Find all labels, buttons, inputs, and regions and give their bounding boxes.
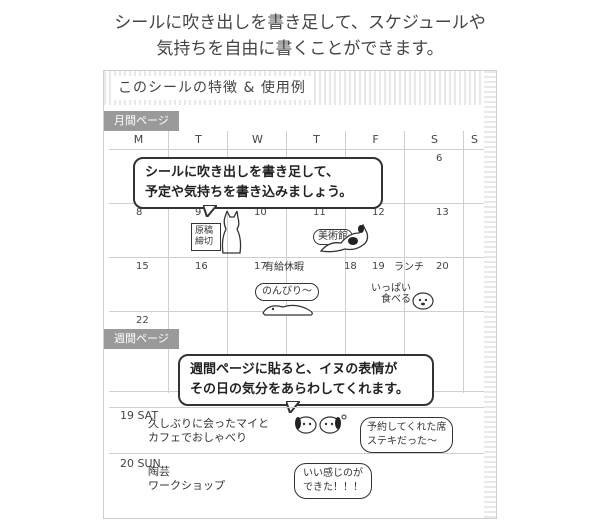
weekly-bubble-line-2: その日の気分をあらわしてくれます。 [190, 382, 409, 397]
weekday-header: M [133, 133, 144, 146]
bubble-tail-icon [203, 205, 217, 217]
calendar-date: 12 [372, 207, 385, 218]
relax-note: のんびり〜 [255, 283, 319, 301]
monthly-calendar: M T W T F S S 6 8 9 10 11 12 13 15 16 17… [109, 131, 484, 393]
sitting-dog-icon [221, 211, 242, 254]
sun-entry-text: 陶芸 ワークショップ [148, 465, 225, 493]
calendar-date: 20 [436, 261, 449, 272]
calendar-date: 15 [136, 261, 149, 272]
calendar-date: 13 [436, 207, 449, 218]
monthly-page-tab: 月間ページ [104, 111, 179, 131]
weekly-date-sat: 19 SAT [120, 409, 159, 422]
weekday-header: S [404, 131, 464, 149]
calendar-speech-bubble: シールに吹き出しを書き足して、 予定や気持ちを書き込みましょう。 [133, 157, 383, 209]
sat-thought-line-2: ステキだった〜 [367, 436, 437, 447]
stretching-dog-icon [319, 223, 369, 253]
calendar-date: 6 [436, 153, 443, 164]
grid-line [463, 131, 464, 393]
weekly-page-tab: 週間ページ [104, 329, 179, 349]
headline-line-2: 気持ちを自由に書くことができます。 [156, 39, 444, 59]
bubble-line-1: シールに吹き出しを書き足して、 [145, 165, 339, 180]
usage-panel: このシールの特徴 & 使用例 月間ページ M T W T F S S 6 8 9… [103, 70, 497, 519]
eat-a-lot-line-2: 食べる [381, 294, 411, 305]
weekly-speech-bubble: 週間ページに貼ると、イヌの表情が その日の気分をあらわしてくれます。 [178, 354, 434, 406]
weekly-grid-line [109, 407, 484, 408]
sun-entry-line-2: ワークショップ [148, 479, 225, 492]
paid-holiday-note: 有給休暇 [264, 262, 304, 273]
deadline-note-line-2: 締切 [195, 237, 214, 247]
eat-a-lot-line-1: いっぱい [371, 283, 411, 294]
sun-shout-line-2: できた！！！ [303, 482, 363, 493]
calendar-date: 17 [254, 261, 267, 272]
calendar-date: 11 [313, 207, 326, 218]
calendar-date: 10 [254, 207, 267, 218]
happy-dog-face-icon [412, 292, 434, 310]
grid-line [109, 149, 484, 150]
grid-line [168, 131, 169, 393]
calendar-date: 22 [136, 315, 149, 326]
calendar-date: 18 [344, 261, 357, 272]
two-dog-faces-icon [295, 414, 347, 434]
weekday-header: S [463, 131, 485, 149]
sat-thought-line-1: 予約してくれた席 [367, 422, 447, 433]
eat-a-lot-note: いっぱい 食べる [371, 283, 411, 305]
bubble-line-2: 予定や気持ちを書き込みましょう。 [145, 185, 353, 200]
weekday-header: T [168, 131, 228, 149]
sat-entry-text: 久しぶりに会ったマイと カフェでおしゃべり [148, 417, 269, 445]
calendar-date: 16 [195, 261, 208, 272]
lying-dog-icon [262, 304, 313, 316]
deadline-note-line-1: 原稿 [195, 226, 214, 236]
sat-thought-bubble: 予約してくれた席 ステキだった〜 [360, 417, 454, 453]
headline-line-1: シールに吹き出しを書き足して、スケジュールや [114, 13, 486, 33]
grid-line [286, 131, 287, 393]
grid-line [109, 257, 484, 258]
weekly-grid-line [109, 453, 484, 454]
panel-title-bar: このシールの特徴 & 使用例 [104, 71, 496, 105]
lunch-note: ランチ [394, 262, 424, 273]
sat-entry-line-2: カフェでおしゃべり [148, 431, 247, 444]
grid-line [404, 131, 405, 393]
sun-shout-line-1: いい感じのが [303, 468, 363, 479]
calendar-date: 8 [136, 207, 143, 218]
sat-entry-line-1: 久しぶりに会ったマイと [148, 417, 269, 430]
weekday-header: W [227, 131, 287, 149]
grid-line [345, 131, 346, 393]
deadline-note: 原稿 締切 [191, 223, 221, 251]
weekly-bubble-line-1: 週間ページに貼ると、イヌの表情が [190, 362, 398, 377]
weekly-date-sun: 20 SUN [120, 457, 161, 470]
weekday-header: T [286, 131, 346, 149]
sun-entry-line-1: 陶芸 [148, 465, 170, 478]
calendar-date: 9 [195, 207, 202, 218]
weekday-header: F [345, 131, 405, 149]
calendar-date: 19 [372, 261, 385, 272]
headline: シールに吹き出しを書き足して、スケジュールや 気持ちを自由に書くことができます。 [0, 10, 600, 62]
panel-side-stripe [484, 71, 496, 518]
grid-line [227, 131, 228, 393]
sun-shout-bubble: いい感じのが できた！！！ [294, 463, 372, 499]
panel-title: このシールの特徴 & 使用例 [112, 76, 312, 100]
